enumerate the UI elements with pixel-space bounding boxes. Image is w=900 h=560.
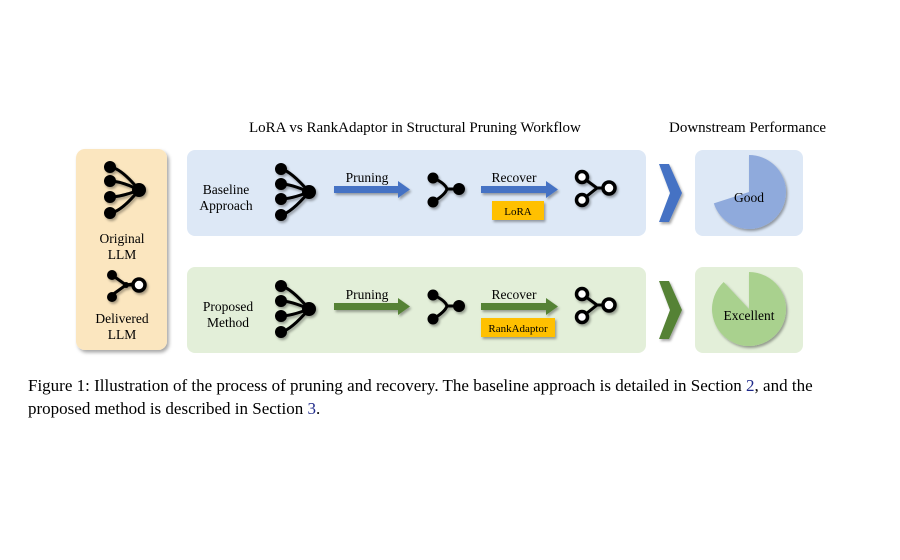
figure-caption: Figure 1: Illustration of the process of…	[28, 374, 878, 420]
proposed-chevron-icon	[659, 281, 682, 339]
workflow-title: LoRA vs RankAdaptor in Structural Prunin…	[249, 120, 581, 136]
lora-label: LoRA	[504, 206, 532, 218]
baseline-performance-pie	[713, 155, 787, 230]
baseline-recover-arrow	[481, 181, 558, 198]
rankadaptor-label: RankAdaptor	[488, 323, 548, 335]
pie-slice	[713, 155, 787, 230]
baseline-pruned-llm-icon	[427, 172, 465, 208]
original-llm-icon	[104, 161, 146, 219]
proposed-pruning-arrow	[334, 298, 410, 315]
lora-box	[492, 201, 544, 220]
baseline-pruning-arrow	[334, 181, 410, 198]
caption-text-a: Figure 1: Illustration of the process of…	[28, 376, 747, 395]
section-2-link[interactable]: 2	[746, 376, 755, 395]
proposed-pruning-label: Pruning	[346, 287, 389, 302]
section-3-link[interactable]: 3	[307, 399, 317, 418]
original-llm-label-2: LLM	[108, 247, 137, 262]
excellent-label: Excellent	[724, 308, 775, 323]
proposed-recover-arrow	[481, 298, 558, 315]
delivered-llm-label-2: LLM	[108, 327, 137, 342]
baseline-chevron-icon	[659, 164, 682, 222]
pie-slice	[712, 272, 787, 346]
rankadaptor-box	[481, 318, 555, 337]
baseline-pruning-label: Pruning	[346, 170, 389, 185]
original-llm-label-1: Original	[100, 231, 145, 246]
baseline-row-panel	[187, 150, 646, 236]
proposed-label-1: Proposed	[203, 299, 253, 314]
diagram-canvas: Original LLM Delivered LLM Baseline Appr…	[76, 149, 803, 353]
good-label: Good	[734, 190, 764, 205]
baseline-recovered-llm-icon	[574, 169, 617, 208]
performance-title: Downstream Performance	[669, 120, 827, 136]
baseline-label-2: Approach	[199, 198, 252, 213]
caption-text-b: , and the proposed method is described i…	[28, 376, 813, 418]
proposed-performance-pie	[712, 272, 787, 346]
caption-text-c: .	[316, 399, 321, 418]
proposed-pruned-llm-icon	[427, 289, 465, 325]
baseline-recover-label: Recover	[492, 170, 537, 185]
baseline-full-llm-icon	[275, 163, 316, 221]
proposed-recover-label: Recover	[492, 287, 537, 302]
proposed-full-llm-icon	[275, 280, 316, 338]
baseline-label-1: Baseline	[203, 182, 250, 197]
proposed-recovered-llm-icon	[574, 286, 617, 325]
delivered-llm-label-1: Delivered	[95, 311, 148, 326]
left-panel	[76, 149, 167, 350]
proposed-row-panel	[187, 267, 646, 353]
proposed-label-2: Method	[207, 315, 249, 330]
delivered-llm-icon	[107, 270, 147, 302]
